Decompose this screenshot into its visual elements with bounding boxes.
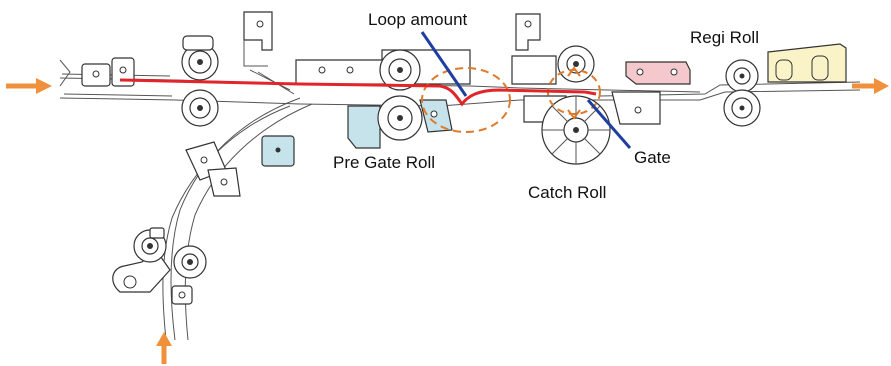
loop-area-circle	[421, 67, 511, 133]
paper-path	[119, 78, 586, 107]
regi-roll-label: Regi Roll	[690, 28, 759, 47]
curved-feed-guide	[162, 97, 313, 341]
left-roll-pair	[181, 35, 219, 127]
regi-roll-lower	[723, 89, 761, 127]
blue-frame-part	[347, 105, 381, 149]
catch-roll	[541, 95, 611, 165]
output-arrow-right	[852, 78, 889, 94]
yellow-regi-bracket	[767, 43, 847, 83]
catch-roll-label: Catch Roll	[528, 183, 606, 202]
top-bracket	[243, 11, 295, 95]
catch-roll-upper	[557, 45, 595, 83]
gate-label: Gate	[634, 148, 671, 167]
loop-amount-pointer	[420, 31, 468, 97]
input-arrow-left	[6, 78, 52, 94]
paper-path-gate-segment	[584, 90, 597, 96]
pink-gate-block	[625, 61, 691, 85]
direction-arrow-up	[567, 66, 581, 77]
loop-amount-label: Loop amount	[368, 10, 468, 29]
gate-frame	[611, 91, 661, 125]
lower-feed-roll-assembly	[112, 227, 207, 305]
regi-roll-upper	[725, 59, 759, 93]
pre-gate-roll-upper	[379, 49, 421, 91]
pre-gate-roll-label: Pre Gate Roll	[333, 153, 435, 172]
left-bracket-assembly	[59, 57, 135, 87]
direction-arrow-down	[567, 109, 581, 120]
input-arrow-bottom	[156, 332, 172, 364]
blue-sensor-block	[261, 135, 295, 167]
gate-pointer	[586, 99, 632, 149]
pre-gate-roll-lower	[377, 95, 423, 141]
